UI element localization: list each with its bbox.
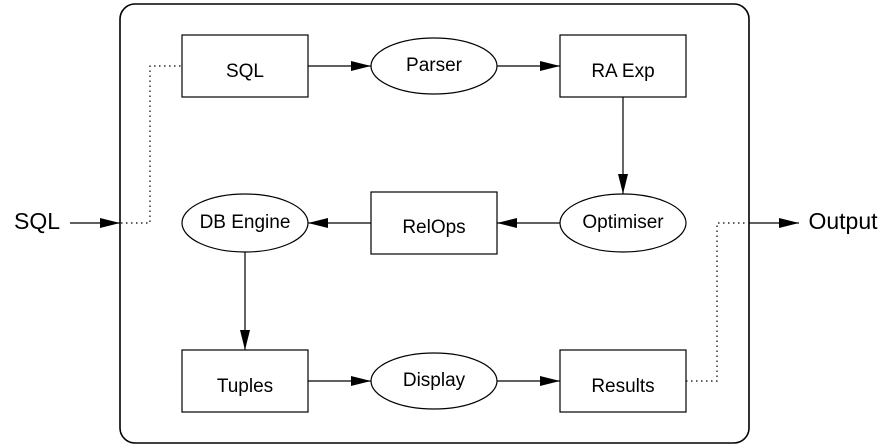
sql-box [181,34,309,98]
output-label: Output [808,208,878,234]
input-sql-label: SQL [14,208,60,234]
db-engine-label: DB Engine [200,212,291,233]
ra-exp-label: RA Exp [591,61,654,82]
relops-box [370,191,498,255]
output-dotted-connector [686,222,748,382]
input-dotted-connector [121,65,182,224]
optimiser-label: Optimiser [582,212,664,233]
relops-label: RelOps [402,217,465,238]
tuples-label: Tuples [217,376,273,397]
parser-label: Parser [406,55,463,76]
display-label: Display [403,370,466,391]
sql-box-label: SQL [226,61,264,82]
results-box [559,349,687,413]
results-label: Results [591,376,654,397]
